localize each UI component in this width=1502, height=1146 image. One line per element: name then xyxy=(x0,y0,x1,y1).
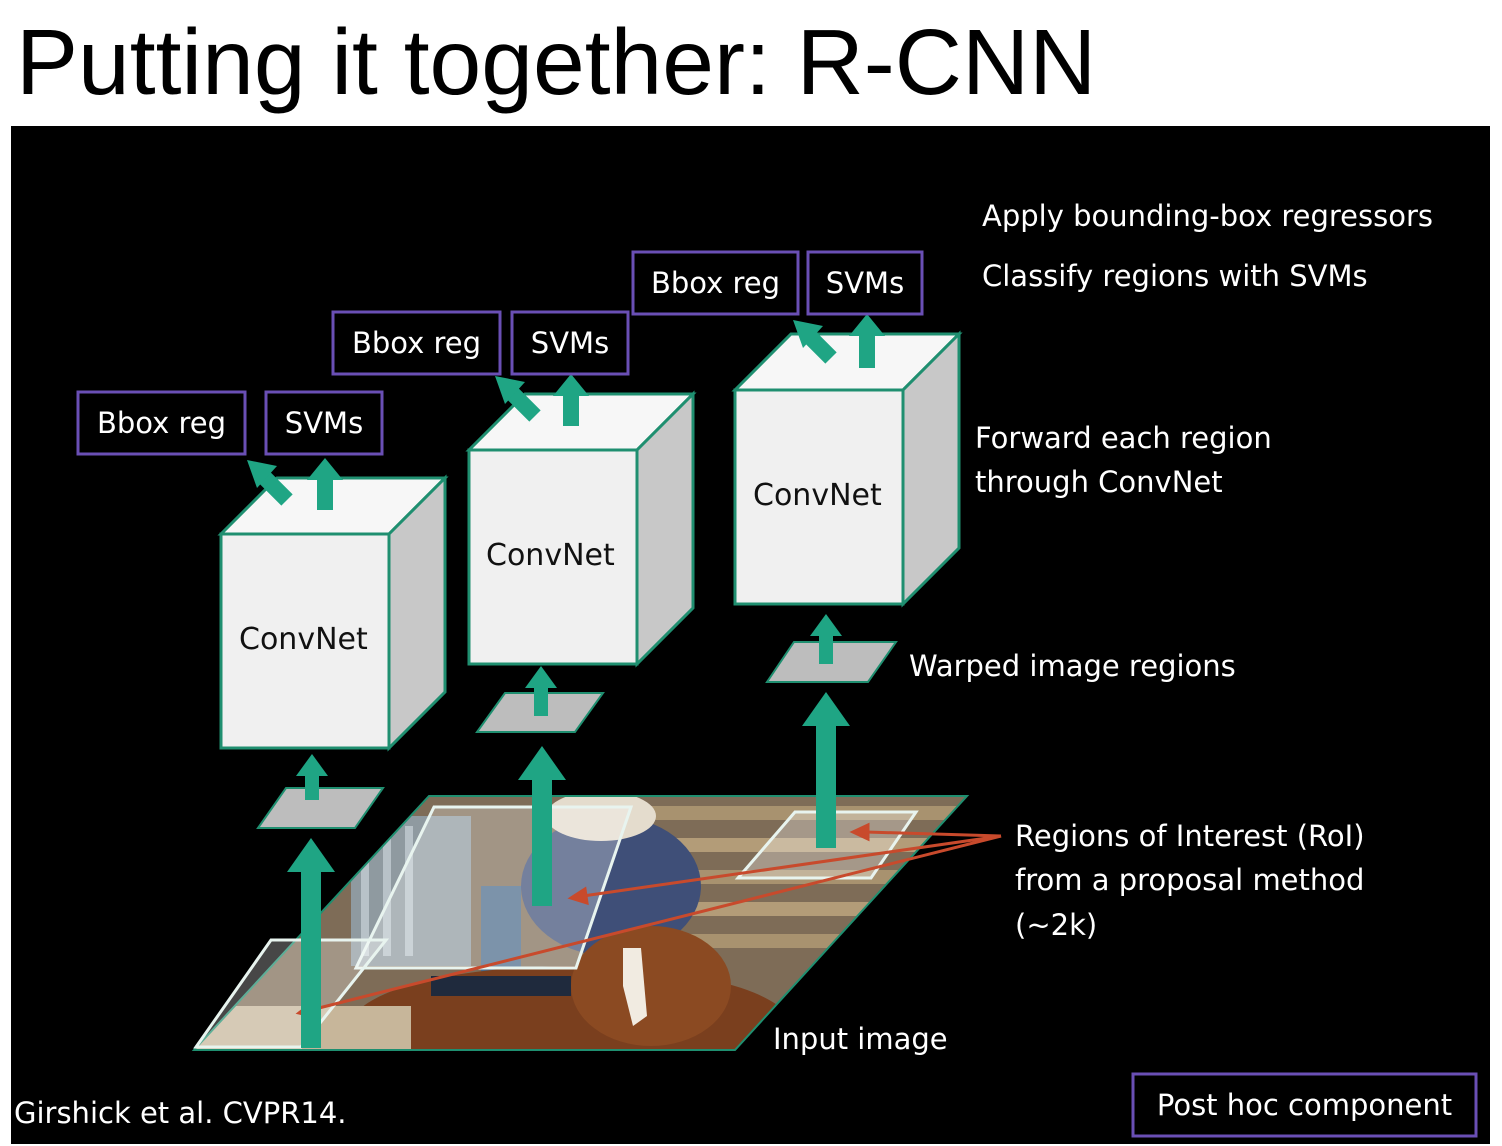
forward-text-line-1: Forward each region xyxy=(975,421,1272,455)
output-arrows xyxy=(247,314,885,510)
roi-text-line-2: from a proposal method xyxy=(1015,863,1365,897)
slide-title: Putting it together: R-CNN xyxy=(16,10,1097,114)
svms-label-2: SVMs xyxy=(530,326,610,360)
svms-label-1: SVMs xyxy=(284,406,364,440)
roi-text-line-1: Regions of Interest (RoI) xyxy=(1015,819,1365,853)
convnet-label-3: ConvNet xyxy=(753,478,882,513)
bbox-reg-label-2: Bbox reg xyxy=(351,326,482,360)
short-arrows xyxy=(296,614,842,800)
classify-text: Classify regions with SVMs xyxy=(982,259,1368,293)
diagram-graphics xyxy=(76,250,1478,1138)
bbox-reg-label-3: Bbox reg xyxy=(650,266,781,300)
bbox-reg-label-1: Bbox reg xyxy=(96,406,227,440)
convnet-label-2: ConvNet xyxy=(486,538,615,573)
long-arrows xyxy=(287,692,850,1048)
input-image-text: Input image xyxy=(773,1022,948,1056)
convnet-label-1: ConvNet xyxy=(239,622,368,657)
post-hoc-legend-label: Post hoc component xyxy=(1156,1088,1453,1122)
svms-label-3: SVMs xyxy=(825,266,905,300)
convnet-cube-1 xyxy=(217,474,449,752)
roi-regions xyxy=(193,805,919,1049)
convnet-cube-2 xyxy=(465,390,697,668)
rcnn-diagram: Bbox reg SVMs Bbox reg SVMs Bbox reg SVM… xyxy=(11,126,1490,1144)
warped-regions-text: Warped image regions xyxy=(909,649,1236,683)
forward-text-line-2: through ConvNet xyxy=(975,465,1223,499)
citation-text: Girshick et al. CVPR14. xyxy=(14,1096,347,1130)
convnet-cube-3 xyxy=(731,330,963,608)
roi-text-line-3: (~2k) xyxy=(1015,908,1098,942)
apply-bbox-text: Apply bounding-box regressors xyxy=(982,199,1434,233)
post-hoc-boxes xyxy=(76,250,1478,1138)
